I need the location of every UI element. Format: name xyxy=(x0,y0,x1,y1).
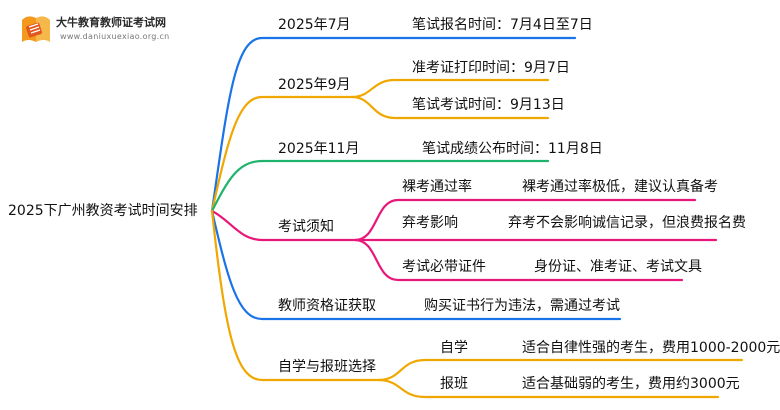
branch-jul-item-signup: 笔试报名时间：7月4日至7日 xyxy=(412,17,593,33)
notice-documents-label: 考试必带证件 xyxy=(402,259,486,275)
link-notice-pass xyxy=(353,198,697,242)
link-root-notice xyxy=(210,209,357,242)
notice-documents-detail: 身份证、准考证、考试文具 xyxy=(534,259,702,275)
branch-sep-label: 2025年9月 xyxy=(278,77,351,93)
branch-nov-label: 2025年11月 xyxy=(278,141,360,157)
mindmap-connectors xyxy=(210,36,744,399)
link-study-class xyxy=(376,378,720,399)
branch-cert-item-rule: 购买证书行为违法，需通过考试 xyxy=(424,298,620,314)
logo-url: www.daniuxuexiao.org.cn xyxy=(60,32,170,41)
branch-notice-label: 考试须知 xyxy=(278,219,334,235)
link-root-cert xyxy=(210,209,410,321)
link-sep-exam xyxy=(350,95,550,120)
link-root-jul xyxy=(210,36,400,213)
branch-study-label: 自学与报班选择 xyxy=(278,359,376,375)
link-study-self xyxy=(376,358,744,382)
study-class-detail: 适合基础弱的考生，费用约3000元 xyxy=(522,376,740,392)
branch-sep-item-exam-date: 笔试考试时间：9月13日 xyxy=(412,97,565,113)
study-self-detail: 适合自律性强的考生，费用1000-2000元 xyxy=(522,340,780,356)
link-root-nov xyxy=(210,159,410,213)
branch-jul-label: 2025年7月 xyxy=(278,17,351,33)
mindmap-canvas: 大牛教育教师证考试网 www.daniuxuexiao.org.cn 2025下… xyxy=(8,10,780,399)
logo-title: 大牛教育教师证考试网 xyxy=(56,16,166,29)
study-class-label: 报班 xyxy=(440,376,468,392)
link-sep-admit xyxy=(350,78,550,99)
book-logo-icon xyxy=(22,16,50,42)
branch-nov-item-results: 笔试成绩公布时间：11月8日 xyxy=(422,141,603,157)
notice-pass-rate-detail: 裸考通过率极低，建议认真备考 xyxy=(522,179,718,195)
study-self-label: 自学 xyxy=(440,340,468,356)
branch-cert-label: 教师资格证获取 xyxy=(278,298,376,314)
link-root-sep xyxy=(210,95,354,213)
notice-absence-detail: 弃考不会影响诚信记录，但浪费报名费 xyxy=(508,215,746,231)
branch-sep-item-admit-card: 准考证打印时间：9月7日 xyxy=(412,60,570,76)
notice-pass-rate-label: 裸考通过率 xyxy=(402,179,472,195)
site-logo: 大牛教育教师证考试网 www.daniuxuexiao.org.cn xyxy=(8,10,198,50)
link-notice-docs xyxy=(353,238,684,282)
root-topic: 2025下广州教资考试时间安排 xyxy=(8,203,198,219)
notice-absence-label: 弃考影响 xyxy=(402,215,458,231)
link-root-study xyxy=(210,209,380,382)
